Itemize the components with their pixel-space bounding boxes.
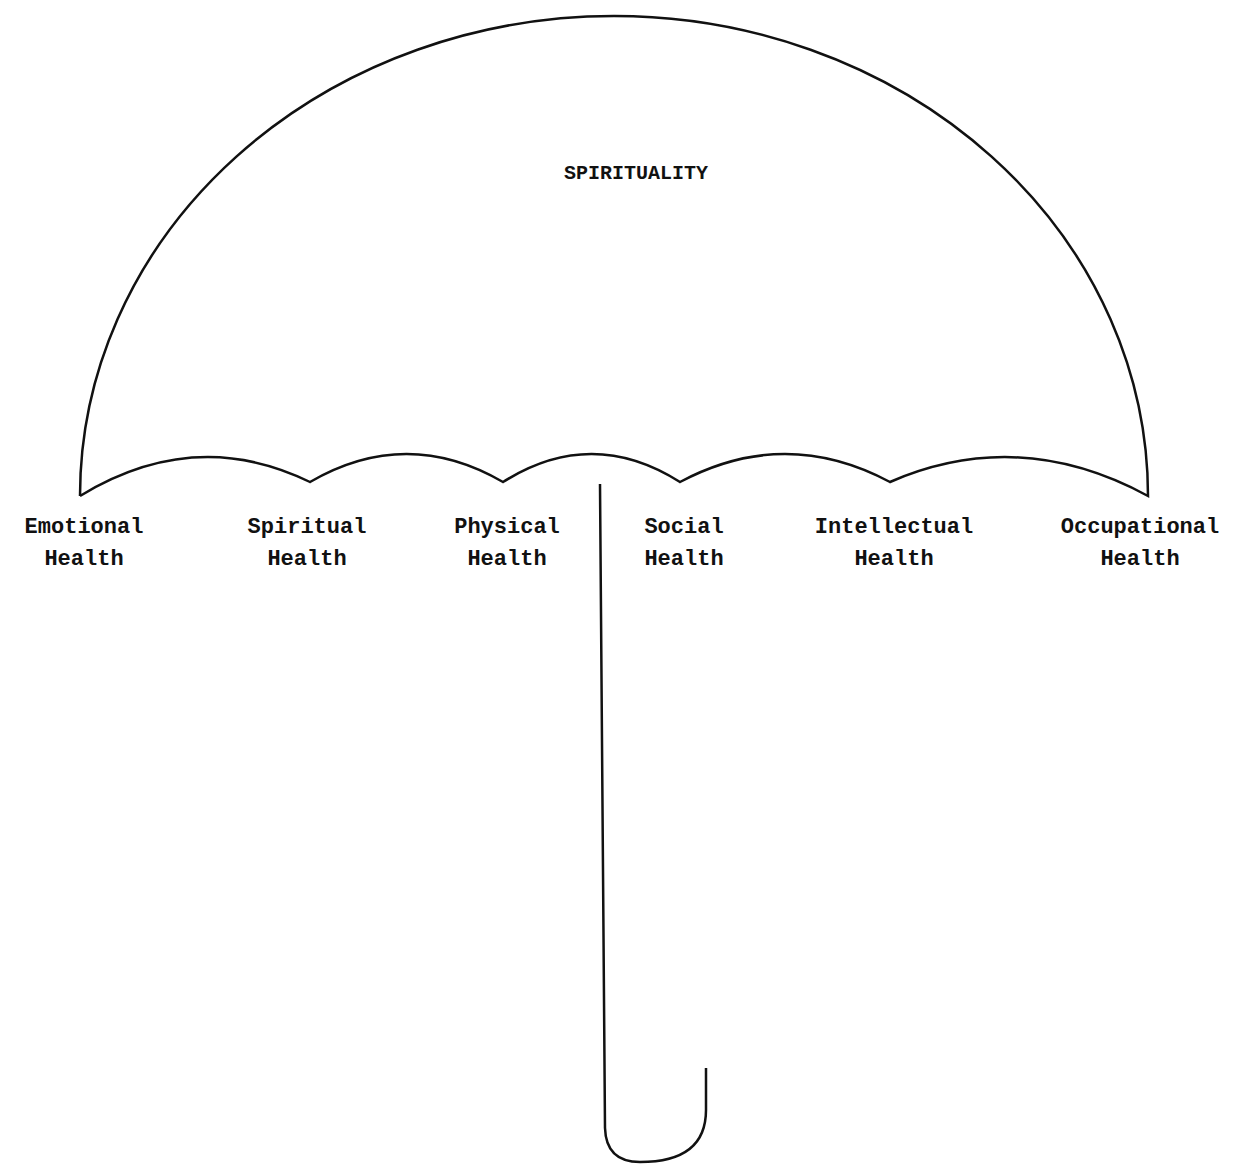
canopy-outline: [78, 14, 1150, 504]
handle-line: [600, 484, 706, 1162]
health-label: Intellectual Health: [815, 512, 973, 576]
canopy-path: [80, 16, 1148, 496]
health-label: Occupational Health: [1061, 512, 1219, 576]
umbrella-canopy: SPIRITUALITY: [78, 14, 1150, 504]
health-label: Physical Health: [454, 512, 560, 576]
health-label: Social Health: [644, 512, 723, 576]
canopy-title: SPIRITUALITY: [564, 162, 708, 185]
health-label: Emotional Health: [25, 512, 144, 576]
health-label: Spiritual Health: [248, 512, 367, 576]
